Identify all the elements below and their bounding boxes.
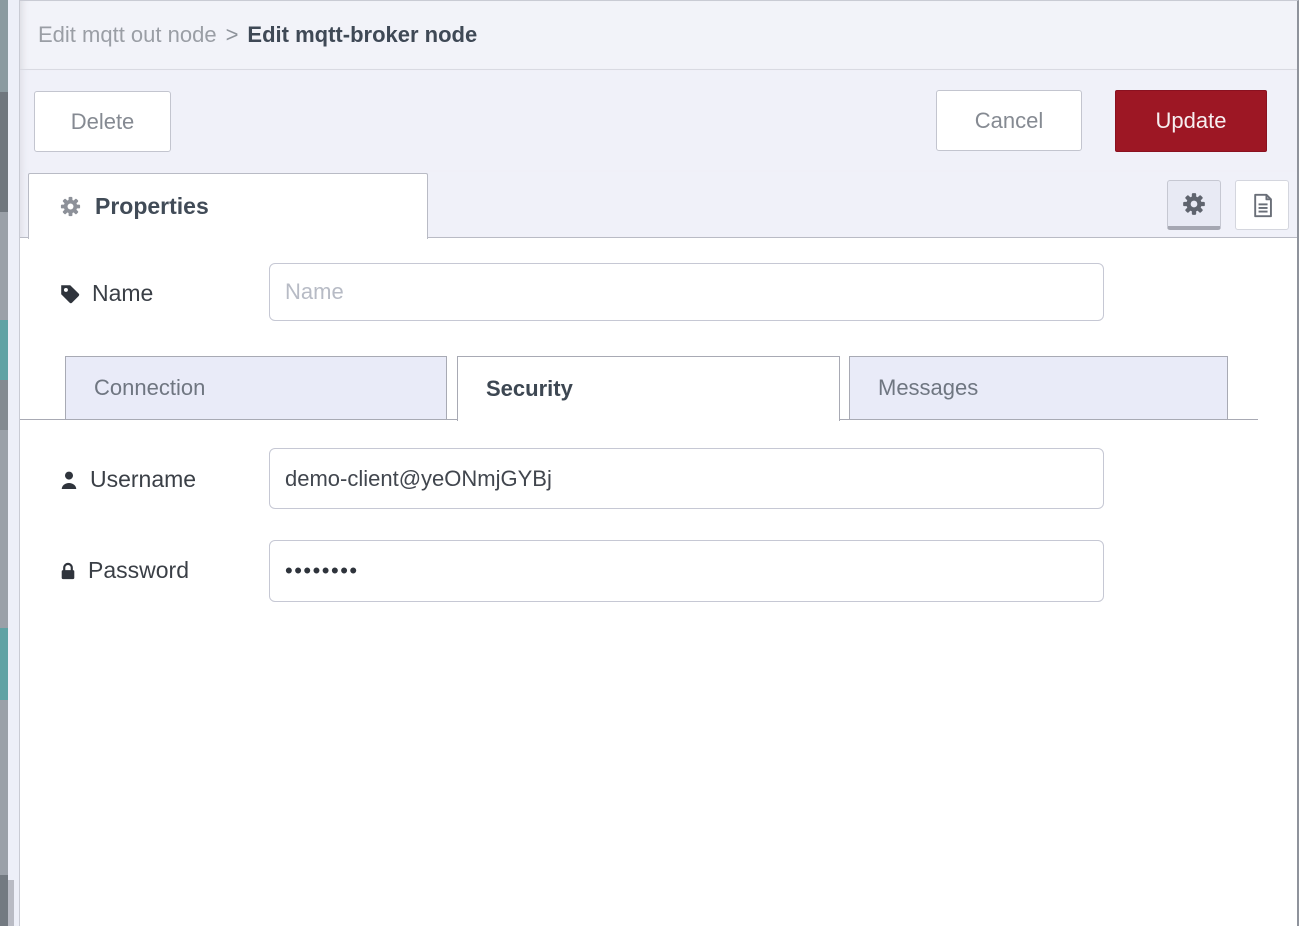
broker-settings-tab-bar: Connection Security Messages xyxy=(20,356,1258,421)
breadcrumb: Edit mqtt out node > Edit mqtt-broker no… xyxy=(20,1,1297,70)
delete-button[interactable]: Delete xyxy=(34,91,171,152)
editor-tab-bar: Properties xyxy=(20,171,1297,239)
breadcrumb-separator: > xyxy=(225,22,239,47)
name-field-label: Name xyxy=(59,280,153,307)
username-field-label: Username xyxy=(59,466,196,493)
tab-messages[interactable]: Messages xyxy=(849,356,1228,420)
breadcrumb-current: Edit mqtt-broker node xyxy=(247,22,478,47)
update-button[interactable]: Update xyxy=(1115,90,1267,152)
lock-icon xyxy=(59,561,77,581)
tab-properties-label: Properties xyxy=(95,193,209,219)
edit-node-tray: Edit mqtt out node > Edit mqtt-broker no… xyxy=(19,0,1299,926)
workspace-edge-strip xyxy=(0,0,8,926)
edit-properties-toggle-button[interactable] xyxy=(1167,180,1221,230)
gear-icon xyxy=(59,195,82,218)
description-toggle-button[interactable] xyxy=(1235,180,1289,230)
file-document-icon xyxy=(1249,192,1276,219)
node-edit-form: Name Connection Security Messages xyxy=(20,238,1297,926)
gear-icon xyxy=(1181,191,1207,217)
breadcrumb-parent-link[interactable]: Edit mqtt out node xyxy=(38,22,217,47)
user-icon xyxy=(59,470,79,490)
password-field-label: Password xyxy=(59,557,189,584)
tag-icon xyxy=(59,283,81,305)
username-input[interactable] xyxy=(269,448,1104,509)
scrollbar-thumb[interactable] xyxy=(8,880,14,926)
name-input[interactable] xyxy=(269,263,1104,321)
tab-security[interactable]: Security xyxy=(457,356,840,421)
password-input[interactable] xyxy=(269,540,1104,602)
sidebar-strip xyxy=(8,0,19,926)
tray-toolbar: Delete Cancel Update xyxy=(20,70,1297,171)
tab-properties[interactable]: Properties xyxy=(28,173,428,239)
cancel-button[interactable]: Cancel xyxy=(936,90,1082,151)
tab-connection[interactable]: Connection xyxy=(65,356,447,420)
